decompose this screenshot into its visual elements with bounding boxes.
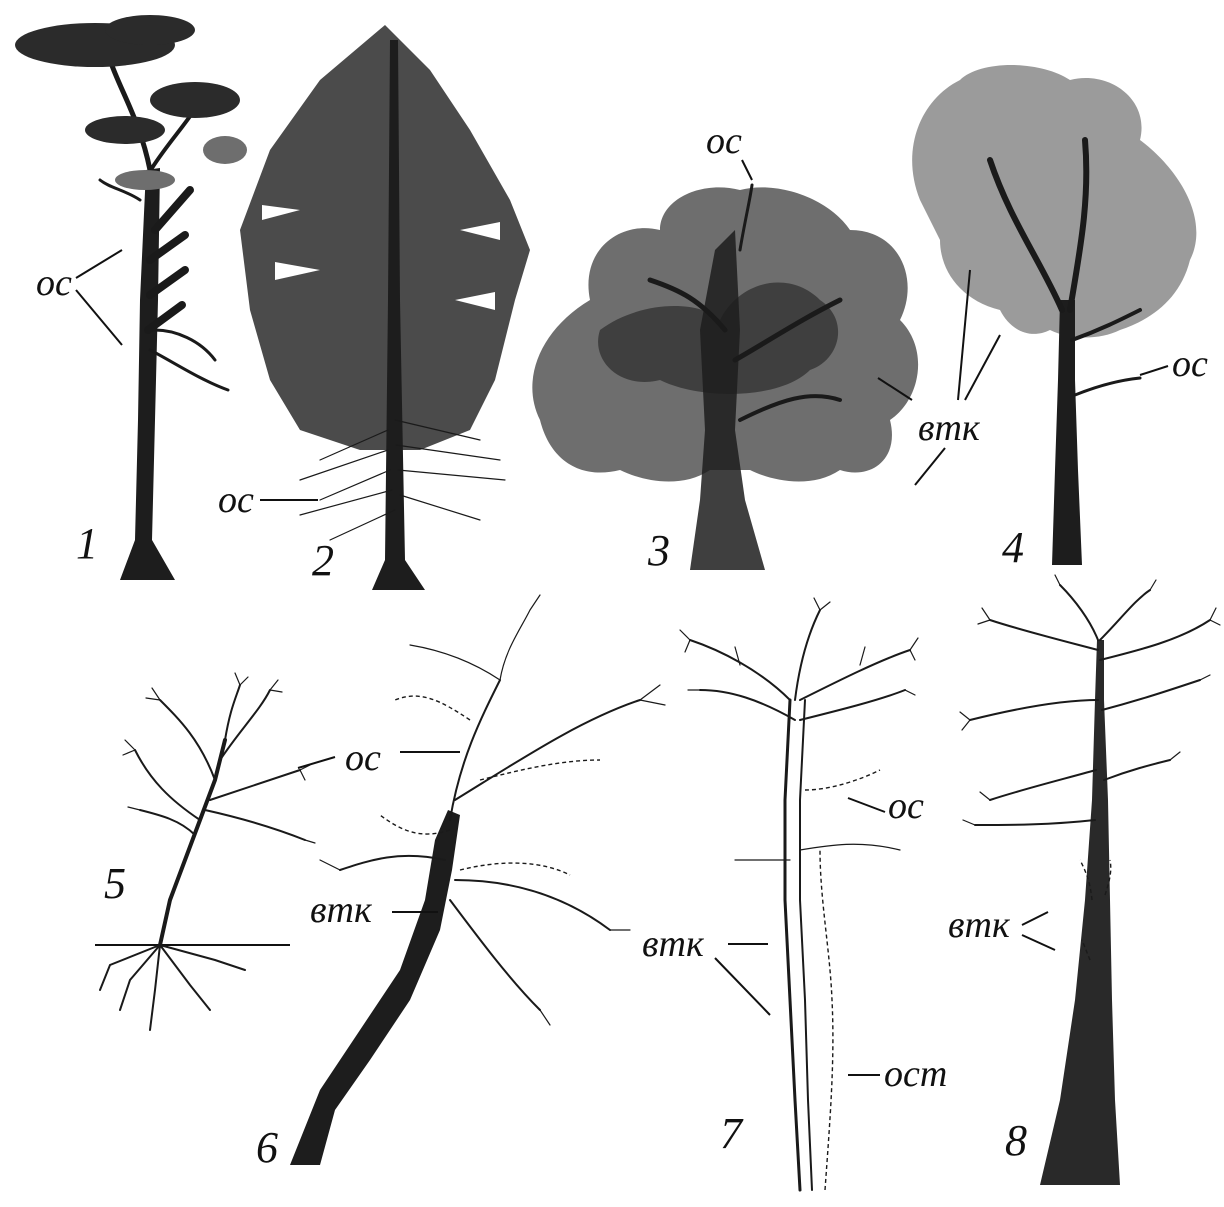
label-oc-7: ос: [888, 785, 924, 827]
figure-number-6: 6: [256, 1123, 278, 1172]
figure-number-7: 7: [720, 1109, 744, 1158]
figure-number-1: 1: [76, 519, 98, 568]
tree-5-shrub: [95, 673, 315, 1030]
label-ost-7: ост: [884, 1053, 947, 1095]
label-oc-4: ос: [1172, 343, 1208, 385]
figure-number-8: 8: [1005, 1116, 1027, 1165]
label-oc-1: ос: [36, 262, 72, 304]
tree-8-tall: [960, 575, 1220, 1185]
figure-number-2: 2: [312, 536, 334, 585]
tree-3-oak: [532, 185, 918, 570]
tree-2-spruce: [240, 25, 530, 590]
figure-number-5: 5: [104, 859, 126, 908]
label-oc-3: ос: [706, 120, 742, 162]
figure-number-3: 3: [647, 526, 670, 575]
label-oc-2: ос: [218, 479, 254, 521]
figure-number-4: 4: [1002, 523, 1024, 572]
tree-6-leaning: [290, 595, 665, 1165]
label-vtk-8: втк: [948, 904, 1011, 946]
tree-7-multistem: [680, 598, 918, 1190]
tree-4-deciduous: [912, 65, 1196, 565]
label-vtk-4: втк: [918, 407, 981, 449]
label-vtk-7: втк: [642, 923, 705, 965]
label-vtk-6: втк: [310, 889, 373, 931]
